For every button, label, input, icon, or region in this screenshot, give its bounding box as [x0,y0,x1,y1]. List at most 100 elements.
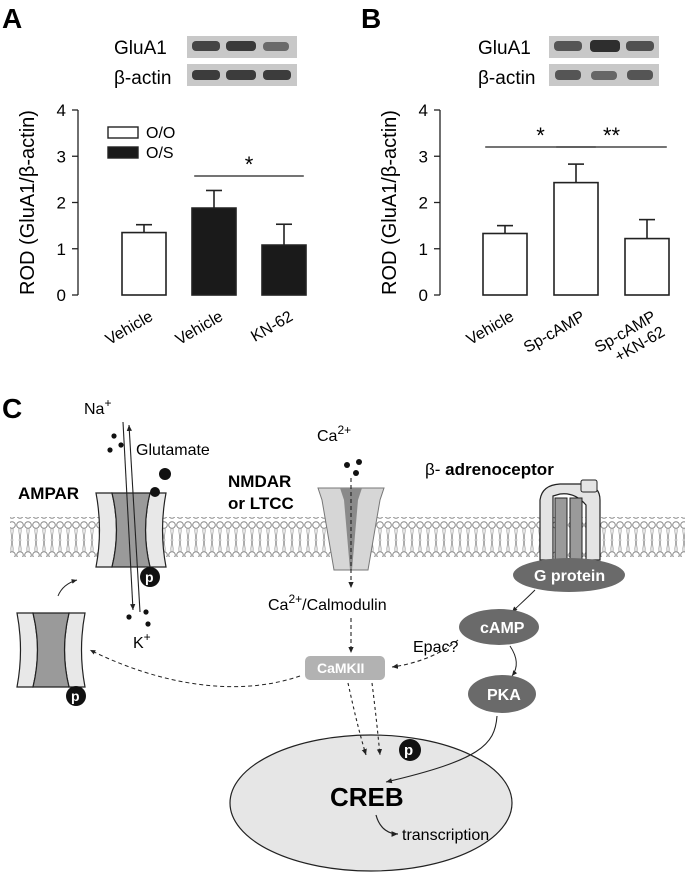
x-category-line: Vehicle [464,308,517,349]
blot-band [590,40,620,52]
phospho-badge [140,567,160,587]
gprotein-label: G protein [534,568,605,585]
ion-dot [126,614,132,620]
x-category-line: Vehicle [173,308,226,349]
legend-label: O/O [146,125,175,142]
transcription-label: transcription [402,827,489,844]
ion-dot [111,433,117,439]
bar [191,207,237,296]
phospho-label: p [404,742,413,759]
significance-label: * [245,152,254,177]
panel-a-letter: A [2,3,22,34]
nucleus-ellipse [229,734,513,872]
y-tick-label: 4 [419,101,428,120]
pka-label: PKA [487,687,521,704]
ampar-label: AMPAR [18,484,79,503]
camp-pka-arrow [509,645,518,677]
creb-label: CREB [330,782,404,812]
phospho-badge [66,686,86,706]
ion-dot [118,442,124,448]
camkii-creb-arrow [347,682,367,756]
ion-dot [145,621,151,627]
camkii-box [305,656,385,680]
blot-band [192,70,220,80]
blot-b: GluA1 β-actin [478,36,659,89]
gprotein-node [513,558,625,592]
legend-swatch [107,126,139,139]
y-axis-label: ROD (GluA1/β-actin) [379,110,401,295]
ion-dot [356,459,362,465]
k-efflux-arrow [126,424,141,613]
bar [121,231,167,296]
camkii-creb-arrow-2 [371,682,383,756]
beta-receptor [539,479,601,561]
blot-band [263,42,289,51]
y-tick-label: 2 [419,194,428,213]
x-category-label: Vehicle [103,308,156,349]
camp-node [459,609,539,645]
panel-b-letter: B [361,3,381,34]
blot-a: GluA1 β-actin [114,36,297,89]
epac-label: Epac? [413,639,458,656]
x-category-label: KN-62 [248,308,296,345]
phospho-label: p [71,688,80,704]
significance-label: ** [603,123,621,148]
x-category-line: KN-62 [248,308,296,345]
bar [261,244,307,296]
y-tick-label: 3 [419,147,428,166]
glutamate-label: Glutamate [136,442,210,459]
x-category-label: Vehicle [173,308,226,349]
x-category-label: Sp-cAMP+KN-62 [592,308,668,372]
blot-band [226,41,256,51]
significance-label: * [536,123,545,148]
y-tick-label: 4 [57,101,66,120]
y-tick-label: 2 [57,194,66,213]
y-tick-label: 3 [57,147,66,166]
y-tick-label: 1 [419,240,428,259]
phospho-label: p [145,569,154,585]
blot-a-glua1-label: GluA1 [114,38,167,59]
glutamate-dot [159,468,171,480]
pka-node [468,675,536,713]
k-label: K+ [133,630,151,652]
y-axis-label: ROD (GluA1/β-actin) [17,110,39,295]
insertion-arrow [57,579,78,597]
blot-band [627,70,653,80]
pka-creb-arrow [385,715,498,784]
blot-band [591,71,617,80]
ampar-channel [95,492,167,568]
x-category-line: Sp-cAMP [521,308,588,357]
blot-b-actin-label: β-actin [478,68,535,89]
blot-a-actin-label: β-actin [114,68,171,89]
ion-dot [143,609,149,615]
signaling-diagram: CREB transcription p AMPAR Na+ Glutamate… [10,396,685,872]
calmodulin-label: Ca2+/Calmodulin [268,592,387,614]
y-tick-label: 1 [57,240,66,259]
ion-dot [107,447,113,453]
phospho-badge [399,739,421,761]
blot-b-glua1-label: GluA1 [478,38,531,59]
gprotein-camp-arrow [511,589,536,613]
blot-band [263,70,291,80]
camp-label: cAMP [480,620,525,637]
x-category-label: Sp-cAMP [521,308,588,357]
ion-dot [353,470,359,476]
blot-band [192,41,220,51]
ca-label: Ca2+ [317,423,351,445]
internal-ampar [16,612,86,688]
legend-label: O/S [146,145,174,162]
beta-label: β- adrenoceptor [425,460,554,479]
blot-band [226,70,256,80]
x-category-line: Vehicle [103,308,156,349]
legend-swatch [107,146,139,159]
ltcc-label: or LTCC [228,494,294,513]
na-label: Na+ [84,396,111,418]
ion-dot [344,462,350,468]
bar [553,181,599,296]
transcription-arrow [375,814,399,837]
panel-c-letter: C [2,393,22,424]
bar [482,232,528,296]
